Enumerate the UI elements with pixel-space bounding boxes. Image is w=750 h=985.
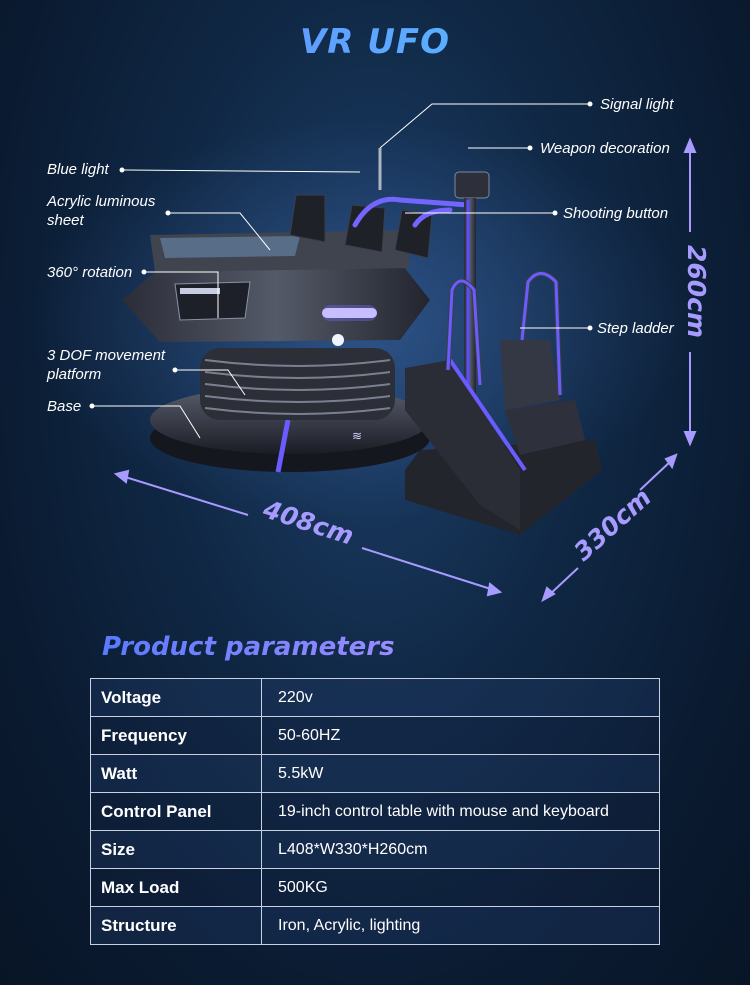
param-key: Voltage: [90, 678, 262, 717]
callout-weapon-decoration: Weapon decoration: [540, 140, 670, 157]
product-scene: ≋: [30, 96, 712, 603]
table-row: Structure Iron, Acrylic, lighting: [90, 906, 660, 945]
param-key: Watt: [90, 754, 262, 793]
dimension-height: 260cm: [682, 244, 712, 339]
param-value: 220v: [261, 678, 660, 717]
callout-step-ladder: Step ladder: [597, 320, 674, 337]
param-value: 50-60HZ: [261, 716, 660, 755]
params-section-title: Product parameters: [102, 632, 395, 662]
param-value: 19-inch control table with mouse and key…: [261, 792, 660, 831]
callout-base: Base: [47, 398, 82, 415]
params-table: Voltage 220v Frequency 50-60HZ Watt 5.5k…: [90, 678, 660, 945]
param-key: Control Panel: [90, 792, 262, 831]
table-row: Watt 5.5kW: [90, 754, 660, 793]
ufo-body: [122, 230, 430, 346]
table-row: Max Load 500KG: [90, 868, 660, 907]
callout-blue-light: Blue light: [47, 161, 109, 178]
param-value: L408*W330*H260cm: [261, 830, 660, 869]
page-title: VR UFO: [0, 22, 750, 62]
callout-shooting-button: Shooting button: [563, 205, 669, 222]
param-key: Frequency: [90, 716, 262, 755]
param-value: Iron, Acrylic, lighting: [261, 906, 660, 945]
dimension-arrows: [113, 137, 697, 603]
step-ladder: [405, 271, 602, 535]
callout-leaders: [89, 101, 593, 439]
param-key: Size: [90, 830, 262, 869]
table-row: Size L408*W330*H260cm: [90, 830, 660, 869]
param-key: Structure: [90, 906, 262, 945]
vr-ufo-machine-illustration: ≋: [30, 101, 697, 603]
weapon-post: [454, 171, 490, 408]
param-value: 5.5kW: [261, 754, 660, 793]
spring-column: [200, 348, 395, 420]
guard-rail: [352, 196, 471, 228]
callout-signal-light: Signal light: [600, 96, 674, 113]
seats: [289, 194, 433, 259]
table-row: Voltage 220v: [90, 678, 660, 717]
callout-dof-platform: 3 DOF movement platform: [47, 347, 166, 383]
svg-text:≋: ≋: [352, 429, 362, 443]
callout-360-rotation: 360° rotation: [47, 264, 133, 281]
table-row: Frequency 50-60HZ: [90, 716, 660, 755]
param-key: Max Load: [90, 868, 262, 907]
table-row: Control Panel 19-inch control table with…: [90, 792, 660, 831]
callout-acrylic-sheet: Acrylic luminous sheet: [47, 193, 156, 229]
param-value: 500KG: [261, 868, 660, 907]
